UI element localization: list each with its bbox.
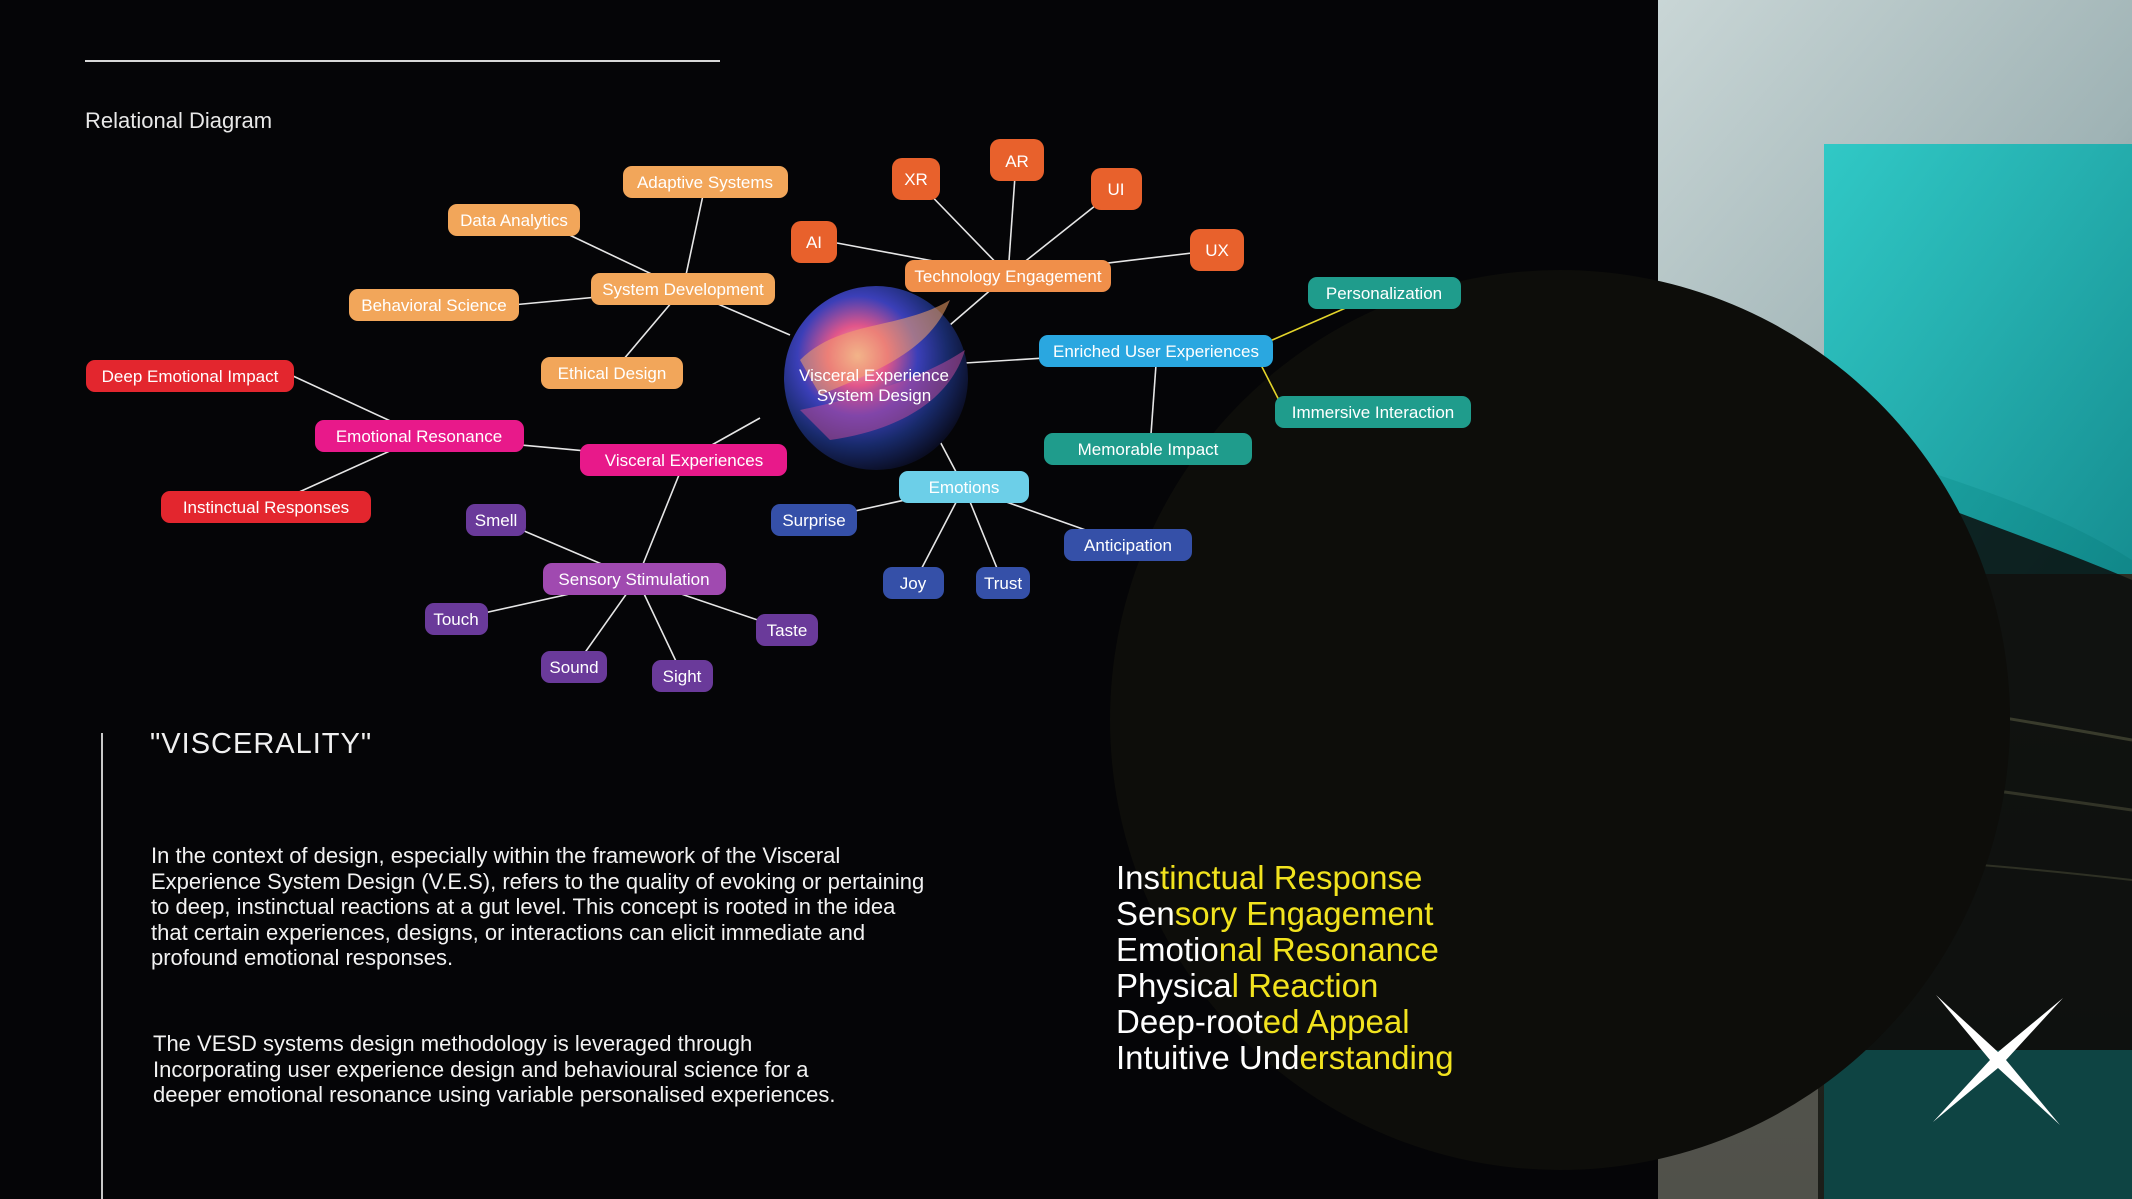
node-memorable-impact[interactable]: Memorable Impact [1044, 433, 1252, 465]
vertical-rule [101, 733, 103, 1199]
node-sensory-stimulation[interactable]: Sensory Stimulation [543, 563, 726, 595]
svg-text:Trust: Trust [984, 574, 1022, 593]
node-system-development[interactable]: System Development [591, 273, 775, 305]
node-ui[interactable]: UI [1091, 168, 1142, 210]
svg-text:Emotional Resonance: Emotional Resonance [336, 427, 502, 446]
svg-text:Enriched User Experiences: Enriched User Experiences [1053, 342, 1259, 361]
node-deep-emotional-impact[interactable]: Deep Emotional Impact [86, 360, 294, 392]
node-anticipation[interactable]: Anticipation [1064, 529, 1192, 561]
node-xr[interactable]: XR [892, 158, 940, 200]
svg-text:Joy: Joy [900, 574, 927, 593]
svg-text:UX: UX [1205, 241, 1229, 260]
center-label-line1: Visceral Experience [799, 366, 949, 385]
node-behavioral-science[interactable]: Behavioral Science [349, 289, 519, 321]
svg-text:Behavioral Science: Behavioral Science [361, 296, 507, 315]
svg-text:System Development: System Development [602, 280, 764, 299]
svg-text:AR: AR [1005, 152, 1029, 171]
svg-text:Technology Engagement: Technology Engagement [914, 267, 1101, 286]
svg-text:Surprise: Surprise [782, 511, 845, 530]
keyword-item: Sensory Engagement [1116, 895, 1434, 932]
node-emotions[interactable]: Emotions [899, 471, 1029, 503]
svg-text:Smell: Smell [475, 511, 518, 530]
relational-diagram: Visceral Experience System Design Adapti… [86, 139, 1471, 692]
svg-text:Sensory Stimulation: Sensory Stimulation [558, 570, 709, 589]
svg-text:Deep Emotional Impact: Deep Emotional Impact [102, 367, 279, 386]
node-personalization[interactable]: Personalization [1308, 277, 1461, 309]
node-instinctual-responses[interactable]: Instinctual Responses [161, 491, 371, 523]
svg-text:Taste: Taste [767, 621, 808, 640]
node-ethical-design[interactable]: Ethical Design [541, 357, 683, 389]
svg-text:UI: UI [1108, 180, 1125, 199]
node-technology-engagement[interactable]: Technology Engagement [905, 260, 1111, 292]
svg-text:Emotions: Emotions [929, 478, 1000, 497]
svg-text:Visceral Experiences: Visceral Experiences [605, 451, 763, 470]
node-data-analytics[interactable]: Data Analytics [448, 204, 580, 236]
svg-text:Instinctual Responses: Instinctual Responses [183, 498, 349, 517]
node-trust[interactable]: Trust [976, 567, 1030, 599]
node-ux[interactable]: UX [1190, 229, 1244, 271]
node-surprise[interactable]: Surprise [771, 504, 857, 536]
keyword-item: Physical Reaction [1116, 967, 1379, 1004]
node-adaptive-systems[interactable]: Adaptive Systems [623, 166, 788, 198]
background-blob [1110, 270, 2010, 1170]
svg-text:Memorable Impact: Memorable Impact [1078, 440, 1219, 459]
svg-text:Data Analytics: Data Analytics [460, 211, 568, 230]
svg-text:Touch: Touch [433, 610, 478, 629]
section-label: Relational Diagram [85, 108, 273, 133]
node-sound[interactable]: Sound [541, 651, 607, 683]
svg-text:XR: XR [904, 170, 928, 189]
svg-text:Personalization: Personalization [1326, 284, 1442, 303]
top-rule [85, 60, 720, 62]
node-immersive-interaction[interactable]: Immersive Interaction [1275, 396, 1471, 428]
svg-text:Sight: Sight [663, 667, 702, 686]
node-smell[interactable]: Smell [466, 504, 526, 536]
svg-text:Adaptive Systems: Adaptive Systems [637, 173, 773, 192]
svg-text:Immersive Interaction: Immersive Interaction [1292, 403, 1455, 422]
x-logo-icon [1933, 995, 2063, 1125]
center-label-line2: System Design [817, 386, 931, 405]
node-visceral-experiences[interactable]: Visceral Experiences [580, 444, 787, 476]
methodology-paragraph: The VESD systems design methodology is l… [153, 1031, 836, 1107]
keyword-item: Emotional Resonance [1116, 931, 1439, 968]
node-sight[interactable]: Sight [652, 660, 713, 692]
node-taste[interactable]: Taste [756, 614, 818, 646]
keyword-item: Deep-rooted Appeal [1116, 1003, 1410, 1040]
node-ar[interactable]: AR [990, 139, 1044, 181]
svg-text:Anticipation: Anticipation [1084, 536, 1172, 555]
svg-text:Ethical Design: Ethical Design [558, 364, 667, 383]
keyword-item: Instinctual Response [1116, 859, 1423, 896]
svg-text:AI: AI [806, 233, 822, 252]
node-emotional-resonance[interactable]: Emotional Resonance [315, 420, 524, 452]
intro-paragraph: In the context of design, especially wit… [151, 843, 925, 970]
keyword-list: Instinctual Response Sensory Engagement … [1116, 860, 1454, 1076]
node-touch[interactable]: Touch [425, 603, 488, 635]
node-ai[interactable]: AI [791, 221, 837, 263]
node-enriched-user-experiences[interactable]: Enriched User Experiences [1039, 335, 1273, 367]
svg-text:Sound: Sound [549, 658, 598, 677]
section-heading: "VISCERALITY" [150, 728, 373, 760]
keyword-item: Intuitive Understanding [1116, 1039, 1454, 1076]
node-joy[interactable]: Joy [883, 567, 944, 599]
center-node: Visceral Experience System Design [784, 286, 968, 470]
